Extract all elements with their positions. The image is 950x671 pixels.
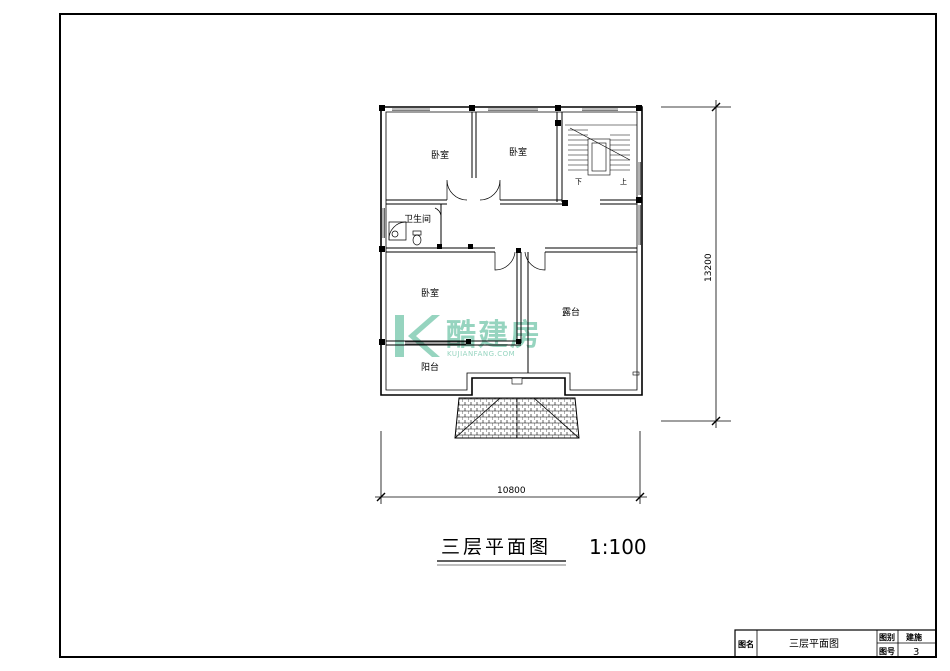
watermark-brand: 酷建房	[446, 318, 542, 353]
title-block-name-value: 三层平面图	[789, 638, 839, 650]
columns	[379, 105, 642, 345]
title-block-number-value: 3	[913, 647, 919, 658]
room-bedroom-1: 卧室	[431, 149, 449, 161]
stair	[565, 124, 637, 176]
room-bedroom-2: 卧室	[509, 146, 527, 158]
stair-up-label: 上	[620, 177, 627, 186]
side-windows	[382, 162, 641, 245]
sheet-border	[59, 13, 937, 658]
title-block	[734, 629, 937, 658]
terrace-drain	[632, 371, 640, 376]
top-windows	[392, 108, 618, 111]
watermark-logo: 酷建房 KUJIANFANG.COM	[395, 315, 542, 358]
title-block-name-label: 图名	[738, 639, 754, 649]
title-block-number-label: 图号	[879, 647, 895, 656]
dimension-height-label: 13200	[704, 253, 714, 282]
floor-plan	[379, 105, 643, 396]
watermark-url: KUJIANFANG.COM	[447, 350, 515, 358]
room-balcony: 阳台	[421, 361, 439, 373]
title-block-category-value: 建施	[905, 632, 922, 642]
room-bedroom-3: 卧室	[421, 287, 439, 299]
balcony-rail	[405, 341, 466, 345]
drawing-title: 三层平面图	[441, 536, 551, 558]
interior-walls	[386, 112, 637, 373]
room-bathroom: 卫生间	[404, 213, 431, 225]
bathroom-fixtures	[388, 221, 422, 246]
outer-wall-inner-line	[385, 111, 638, 391]
door-swings	[434, 179, 546, 271]
stair-down-label: 下	[575, 178, 582, 186]
dimension-width-label: 10800	[497, 486, 526, 496]
watermark-k-arm	[408, 315, 440, 357]
drawing-scale: 1:100	[589, 535, 647, 559]
entrance-roof	[454, 377, 580, 439]
watermark-k-stem	[395, 315, 404, 357]
dimension-vertical	[661, 100, 731, 428]
dimension-horizontal	[375, 431, 647, 504]
room-terrace: 露台	[562, 306, 580, 318]
title-block-category-label: 图别	[879, 633, 895, 642]
